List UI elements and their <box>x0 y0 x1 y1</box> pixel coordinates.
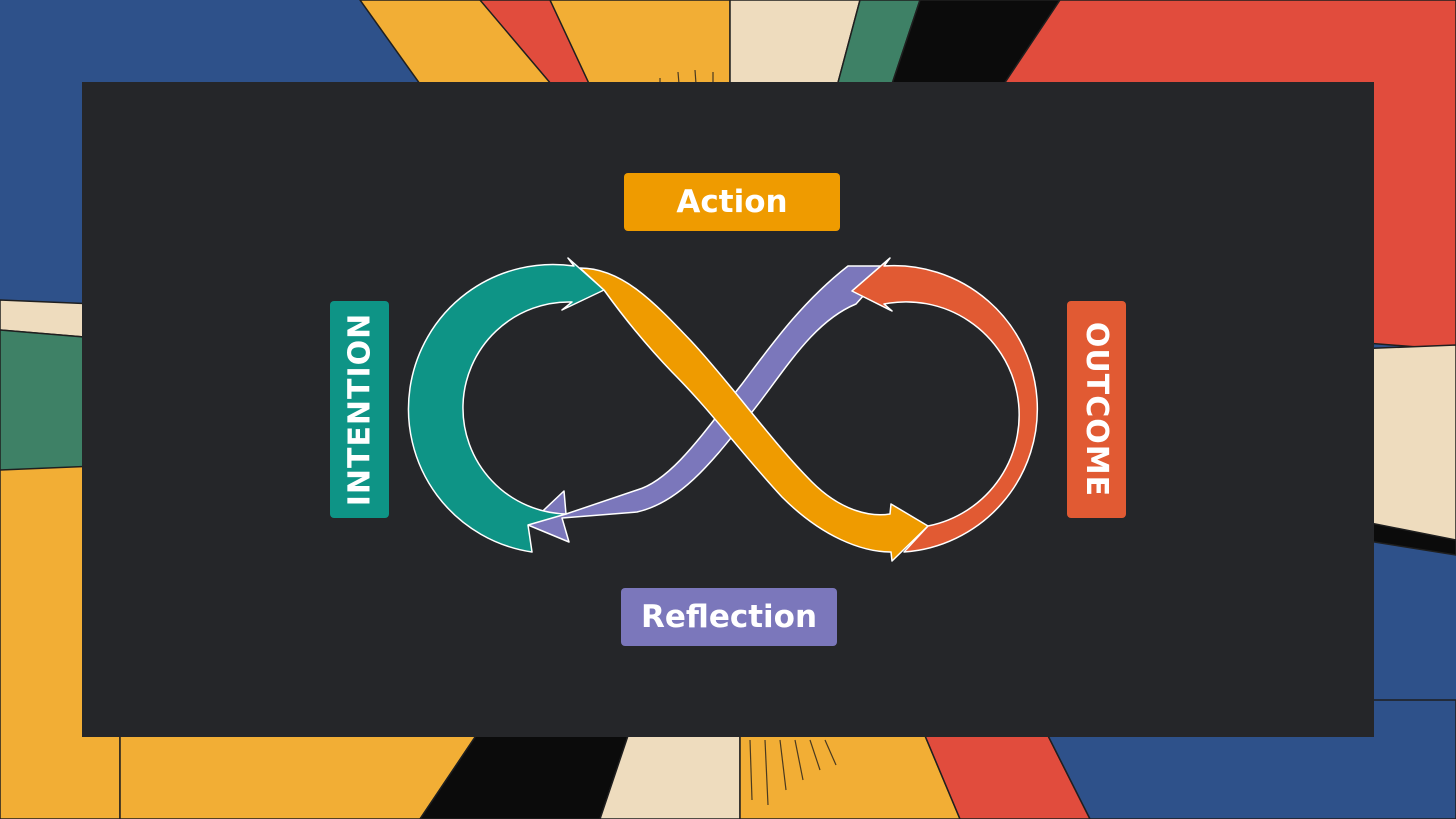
reflection-arrow <box>527 265 891 543</box>
infinity-loop-diagram <box>407 257 1039 562</box>
action-label: Action <box>624 173 840 231</box>
intention-arrow <box>407 257 605 553</box>
reflection-label: Reflection <box>621 588 837 646</box>
outcome-label: OUTCOME <box>1067 301 1126 518</box>
intention-label: INTENTION <box>330 301 389 518</box>
slide-panel: Action Reflection INTENTION OUTCOME <box>82 82 1374 737</box>
outcome-arrow <box>851 257 1039 553</box>
action-arrow <box>579 267 929 562</box>
